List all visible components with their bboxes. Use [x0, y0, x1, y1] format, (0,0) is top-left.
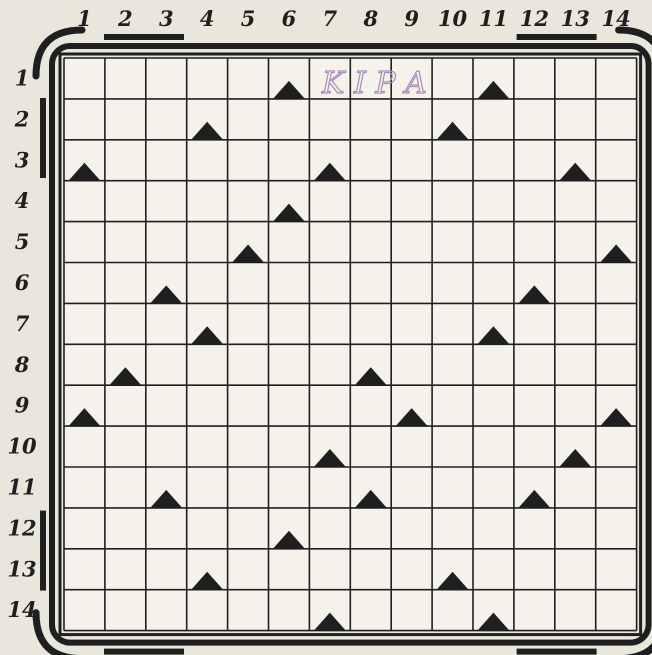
row-label: 9: [15, 393, 30, 418]
row-label: 8: [14, 352, 30, 377]
column-label: 9: [404, 6, 419, 31]
column-label: 3: [159, 6, 174, 31]
row-label: 14: [7, 597, 36, 622]
column-label: 1: [77, 6, 92, 31]
row-label: 4: [15, 188, 30, 213]
column-label: 7: [323, 6, 338, 31]
edge-ornament: [104, 34, 184, 40]
edge-ornament: [40, 511, 46, 591]
column-label: 8: [362, 6, 378, 31]
row-label: 13: [7, 556, 36, 581]
edge-ornament: [517, 34, 597, 40]
row-label: 2: [14, 106, 30, 131]
row-label: 1: [15, 65, 30, 90]
edge-ornament: [40, 98, 46, 178]
edge-ornament: [517, 649, 597, 655]
row-label: 5: [15, 229, 30, 254]
column-label: 5: [241, 6, 256, 31]
handwritten-note: K I P A: [321, 66, 427, 101]
column-label: 13: [561, 6, 590, 31]
column-label: 4: [200, 6, 215, 31]
column-label: 11: [479, 6, 508, 31]
row-label: 12: [7, 515, 36, 540]
column-label: 2: [117, 6, 133, 31]
column-label: 14: [602, 6, 631, 31]
column-label: 10: [438, 6, 468, 31]
row-label: 10: [7, 434, 37, 459]
column-label: 12: [520, 6, 549, 31]
edge-ornament: [104, 649, 184, 655]
column-label: 6: [282, 6, 297, 31]
board-grid: [64, 58, 637, 631]
row-label: 6: [15, 270, 30, 295]
row-label: 3: [15, 147, 30, 172]
row-label: 7: [15, 311, 30, 336]
row-label: 11: [7, 474, 36, 499]
